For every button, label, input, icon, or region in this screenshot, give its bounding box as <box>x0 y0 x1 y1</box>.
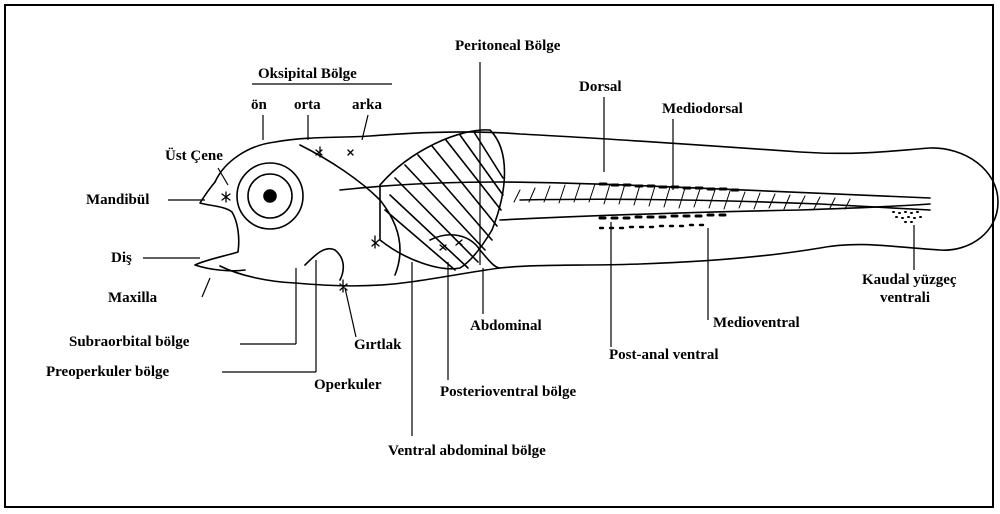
label-subraorbital: Subraorbital bölge <box>69 334 189 351</box>
gut-line <box>430 235 500 268</box>
label-abdominal: Abdominal <box>470 318 542 335</box>
label-oksipital: Oksipital Bölge <box>258 66 357 83</box>
label-girtlak: Gırtlak <box>354 337 402 354</box>
label-posterioventral: Posterioventral bölge <box>440 384 576 401</box>
fish-body-outline <box>215 132 998 286</box>
label-arka: arka <box>352 97 382 114</box>
label-peritoneal: Peritoneal Bölge <box>455 38 560 55</box>
label-kaudal-line2: ventrali <box>880 290 930 307</box>
label-ust-cene: Üst Çene <box>165 148 223 165</box>
label-dis: Diş <box>111 250 132 267</box>
label-ventral-abdominal: Ventral abdominal bölge <box>388 443 546 460</box>
label-maxilla: Maxilla <box>108 290 157 307</box>
label-on: ön <box>251 97 267 114</box>
label-preoperkuler: Preoperkuler bölge <box>46 364 169 381</box>
fish-eye-pupil <box>264 190 276 202</box>
label-mandibul: Mandibül <box>86 192 149 209</box>
label-orta: orta <box>294 97 321 114</box>
label-mediodorsal: Mediodorsal <box>662 101 743 118</box>
label-operkuler: Operkuler <box>314 377 382 394</box>
label-medioventral: Medioventral <box>713 315 800 332</box>
label-postanal: Post-anal ventral <box>609 347 719 364</box>
label-kaudal-line1: Kaudal yüzgeç <box>862 272 957 289</box>
label-dorsal: Dorsal <box>579 79 622 96</box>
